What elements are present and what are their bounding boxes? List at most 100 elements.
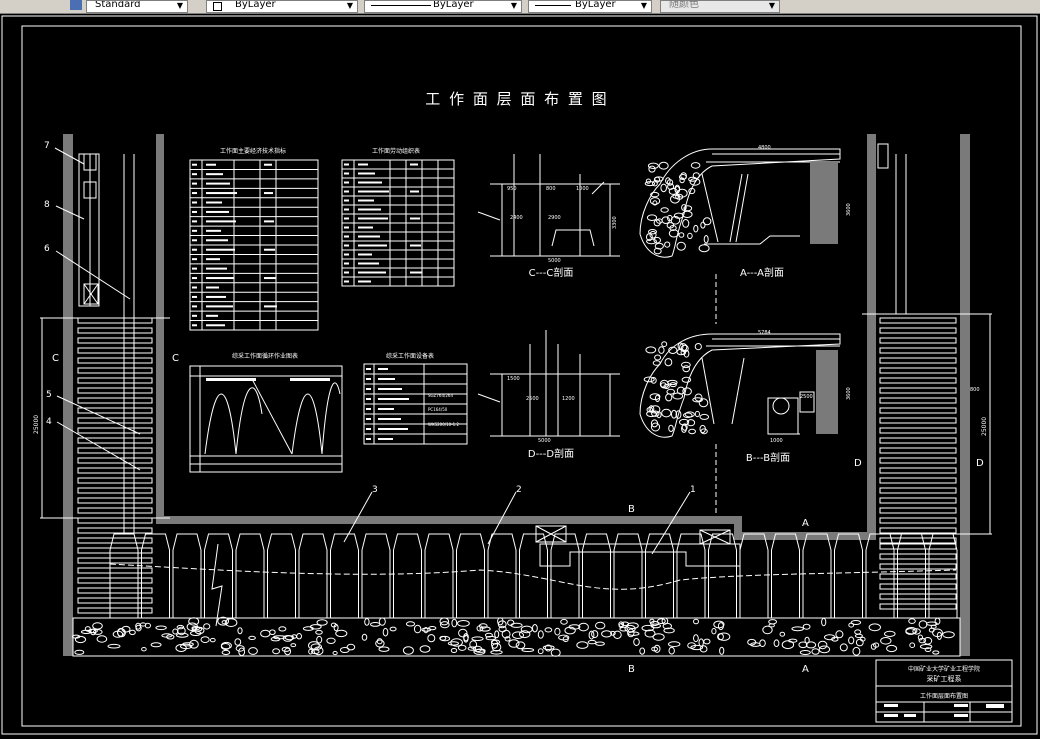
roof-bolt-rib: [77, 467, 153, 474]
rubble-stone: [798, 641, 808, 649]
hydraulic-support: [802, 533, 832, 618]
roof-bolt-rib: [879, 367, 957, 374]
rubble-stone: [908, 618, 916, 624]
rubble-stone: [932, 650, 940, 655]
title-block-dept: 采矿工程系: [927, 674, 962, 683]
rubble-stone: [176, 632, 189, 638]
roof-bolt-rib: [879, 467, 957, 474]
rubble-stone: [296, 633, 303, 640]
cc-dim-bottom: 5000: [548, 258, 561, 264]
chevron-down-icon[interactable]: ▼: [510, 1, 518, 10]
roof-bolt-rib: [879, 317, 957, 324]
rubble-stone: [880, 637, 892, 645]
chevron-down-icon[interactable]: ▼: [346, 1, 354, 10]
hydraulic-support: [267, 533, 296, 618]
drawing-canvas[interactable]: 工 作 面 层 面 布 置 图 7 8 6 5 4 3 2 1 C C D D …: [0, 14, 1040, 739]
roof-bolt-rib: [77, 497, 153, 504]
rubble-stone: [421, 627, 432, 632]
marker-b-bottom: B: [628, 664, 635, 675]
rubble-stone: [791, 626, 805, 632]
rubble-stone: [326, 637, 336, 644]
roof-bolt-rib: [879, 477, 957, 484]
bb-dim-bottom: 1000: [770, 438, 783, 444]
linetype-select[interactable]: ByLayer ▼: [364, 0, 522, 13]
hydraulic-support: [739, 533, 769, 618]
table-technical-indicators: 工作面主要经济技术指标: [189, 147, 319, 331]
hydraulic-support: [172, 533, 202, 618]
hydraulic-support: [897, 533, 926, 618]
lineweight-value: ByLayer: [575, 0, 616, 10]
hydraulic-support: [109, 533, 139, 618]
title-block-school: 中国矿业大学矿业工程学院: [908, 665, 980, 673]
chevron-down-icon[interactable]: ▼: [176, 1, 184, 10]
rubble-stone: [467, 646, 477, 651]
roof-bolt-rib: [879, 447, 957, 454]
rubble-stone: [568, 624, 581, 630]
roof-bolt-rib: [879, 507, 957, 514]
equipment-3: WKS200/10-1.2: [428, 422, 459, 427]
hydraulic-support: [771, 533, 800, 618]
rubble-stone: [613, 630, 622, 639]
rubble-stone: [290, 643, 297, 648]
rubble-stone: [439, 635, 447, 641]
right-dim-text: 25000: [981, 417, 988, 436]
rubble-stone: [284, 647, 292, 656]
rubble-stone: [918, 620, 928, 629]
rubble-stone: [451, 618, 458, 628]
hydraulic-support: [582, 533, 611, 618]
rubble-stone: [835, 630, 844, 639]
rubble-stone: [469, 640, 478, 649]
rubble-stone: [313, 646, 324, 656]
rubble-stone: [141, 647, 147, 652]
rubble-stone: [479, 626, 491, 632]
rubble-stone: [652, 633, 665, 641]
rubble-stone: [644, 629, 656, 638]
roof-bolt-rib: [77, 517, 153, 524]
layer-select[interactable]: ByLayer ▼: [206, 0, 358, 13]
rubble-stone: [220, 641, 232, 650]
text-style-icon[interactable]: [70, 0, 82, 10]
rubble-stone: [361, 633, 368, 641]
chevron-down-icon[interactable]: ▼: [768, 1, 776, 10]
rubble-stone: [333, 623, 339, 632]
rubble-stone: [189, 639, 199, 649]
rubble-stone: [515, 641, 526, 650]
rubble-stone: [248, 635, 256, 641]
left-roadway-wall-right: [156, 134, 164, 522]
lineweight-select[interactable]: ByLayer ▼: [528, 0, 652, 13]
roof-bolt-rib: [77, 327, 153, 334]
rubble-stone: [260, 629, 271, 638]
roof-bolt-rib: [879, 563, 957, 570]
color-select[interactable]: 随颜色 ▼: [660, 0, 780, 13]
rubble-stone: [497, 620, 507, 629]
marker-d-right: D: [976, 458, 984, 469]
rubble-stone: [423, 627, 429, 634]
rubble-stone: [269, 629, 276, 636]
right-small-dim: 800: [970, 387, 980, 393]
chevron-down-icon[interactable]: ▼: [640, 1, 648, 10]
text-style-select[interactable]: Standard ▼: [86, 0, 188, 13]
roof-bolt-rib: [77, 407, 153, 414]
rubble-stone: [873, 642, 880, 648]
rubble-stone: [413, 624, 422, 634]
rubble-stone: [544, 644, 552, 652]
rubble-stone: [824, 634, 836, 641]
rubble-stone: [802, 623, 811, 630]
rubble-stone: [335, 629, 348, 638]
callout-2: 2: [516, 485, 522, 495]
rubble-stone: [139, 622, 147, 627]
hydraulic-support: [456, 533, 485, 618]
rubble-stone: [235, 645, 245, 652]
rubble-stone: [402, 646, 414, 655]
roof-bolt-rib: [77, 587, 153, 594]
rubble-stone: [129, 629, 136, 636]
equipment-6-cross-b: [83, 283, 99, 305]
face-step: [734, 516, 742, 540]
rubble-stone: [203, 623, 211, 630]
table4-title: 综采工作面设备表: [386, 352, 434, 360]
rubble-stone: [650, 620, 659, 627]
rubble-stone: [578, 622, 589, 632]
right-roadway-supports: [879, 317, 957, 610]
rubble-stone: [693, 618, 699, 625]
rubble-stone: [923, 637, 933, 645]
